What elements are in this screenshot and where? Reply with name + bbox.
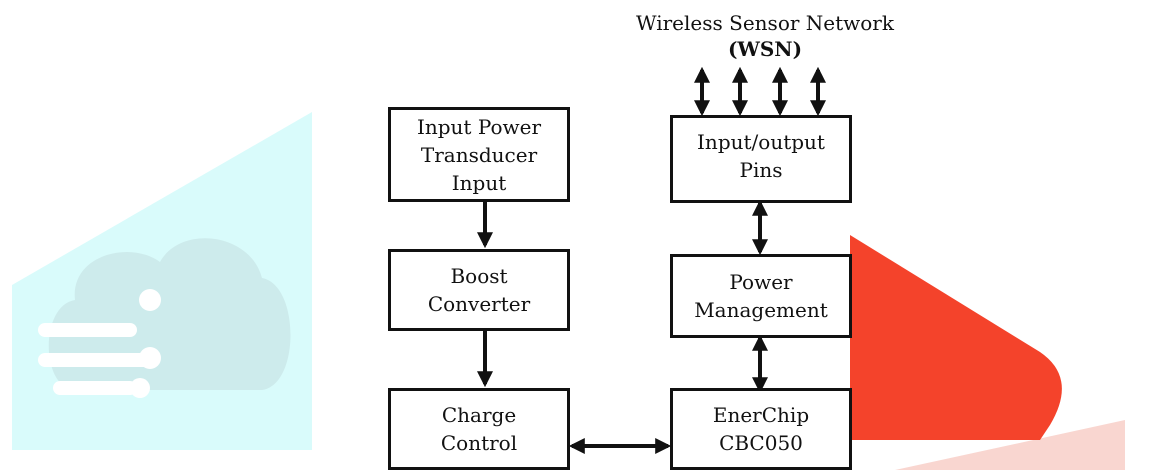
input-power-transducer-block: Input Power Transducer Input (388, 107, 570, 202)
charge-control-block: Charge Control (388, 388, 570, 470)
enerchip-block: EnerChip CBC050 (670, 388, 852, 470)
enerchip-line2: CBC050 (719, 431, 803, 455)
io-pins-line2: Pins (739, 158, 783, 182)
charge-line2: Control (440, 431, 518, 455)
watermark-cloud-icon (48, 238, 291, 390)
charge-line1: Charge (441, 403, 517, 427)
boost-line1: Boost (450, 264, 508, 288)
io-pins-line1: Input/output (697, 130, 825, 154)
power-management-block: Power Management (670, 254, 852, 338)
boost-line2: Converter (427, 292, 531, 316)
boost-converter-block: Boost Converter (388, 249, 570, 331)
enerchip-line1: EnerChip (712, 403, 810, 427)
watermark-circuit-lines-icon (38, 323, 157, 395)
power-mgmt-line1: Power (729, 270, 793, 294)
input-power-line3: Input (451, 170, 507, 195)
watermark-red-shape-light (895, 420, 1125, 470)
io-pins-block: Input/output Pins (670, 115, 852, 203)
input-power-line1: Input Power (416, 114, 542, 139)
input-power-line2: Transducer (420, 142, 538, 167)
watermark-red-shape (850, 235, 1062, 440)
power-mgmt-line2: Management (694, 298, 828, 322)
wsn-title: Wireless Sensor Network (WSN) (610, 10, 920, 62)
watermark-circuit-dots-icon (130, 289, 161, 398)
wsn-title-line2: (WSN) (727, 37, 803, 61)
wsn-title-line1: Wireless Sensor Network (636, 11, 894, 35)
